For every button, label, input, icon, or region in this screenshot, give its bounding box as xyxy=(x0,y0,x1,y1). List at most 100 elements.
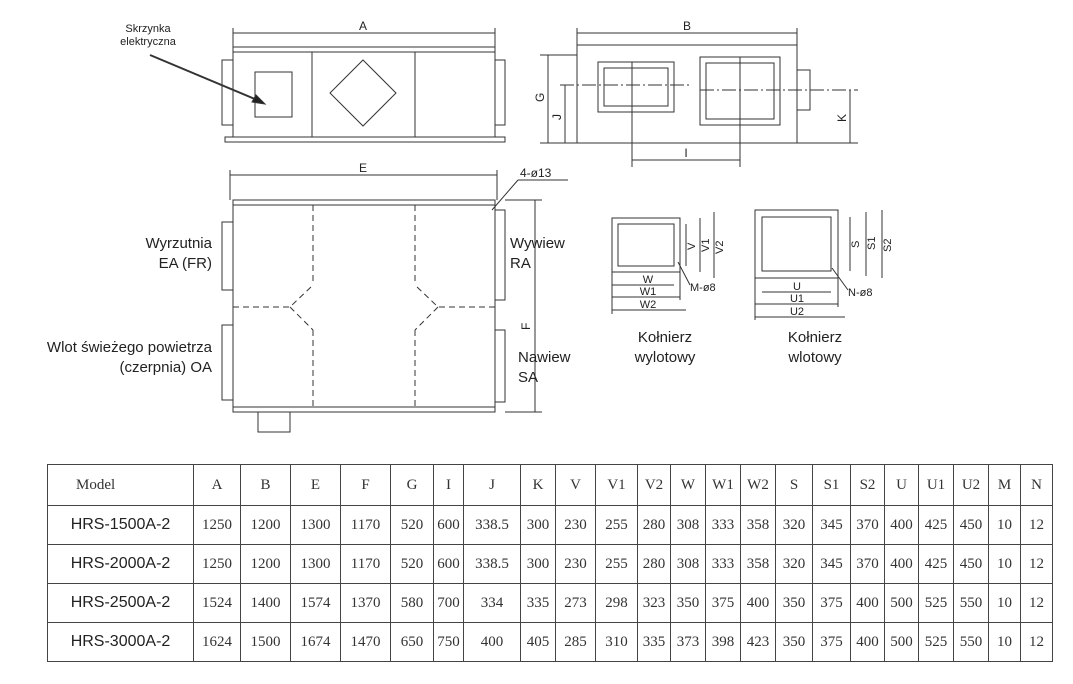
column-header: V1 xyxy=(595,464,638,506)
value-cell: 1200 xyxy=(240,505,291,545)
inlet-flange-title-1: Kołnierz xyxy=(788,329,842,346)
column-header: U1 xyxy=(918,464,954,506)
value-cell: 1300 xyxy=(290,505,341,545)
value-cell: 600 xyxy=(433,505,464,545)
column-header: G xyxy=(390,464,434,506)
value-cell: 358 xyxy=(740,505,776,545)
value-cell: 1250 xyxy=(193,505,241,545)
u-label: U xyxy=(793,281,801,293)
value-cell: 333 xyxy=(705,544,741,584)
value-cell: 398 xyxy=(705,622,741,662)
s2-label: S2 xyxy=(882,239,894,252)
column-header: I xyxy=(433,464,464,506)
value-cell: 310 xyxy=(595,622,638,662)
value-cell: 12 xyxy=(1020,544,1053,584)
value-cell: 1370 xyxy=(340,583,391,623)
value-cell: 300 xyxy=(520,505,556,545)
oa-label-2: (czerpnia) OA xyxy=(119,359,212,376)
value-cell: 10 xyxy=(988,583,1021,623)
value-cell: 1674 xyxy=(290,622,341,662)
value-cell: 370 xyxy=(850,505,885,545)
column-header: W1 xyxy=(705,464,741,506)
value-cell: 370 xyxy=(850,544,885,584)
electrical-box xyxy=(254,71,293,118)
dim-i: I xyxy=(684,146,687,160)
column-header: Model xyxy=(47,464,194,506)
value-cell: 1200 xyxy=(240,544,291,584)
outlet-flange-title-2: wylotowy xyxy=(634,349,696,366)
column-header: W2 xyxy=(740,464,776,506)
inlet-flange-title-2: wlotowy xyxy=(787,349,842,366)
outlet-flange-title-1: Kołnierz xyxy=(638,329,692,346)
value-cell: 580 xyxy=(390,583,434,623)
value-cell: 400 xyxy=(850,622,885,662)
value-cell: 550 xyxy=(953,583,989,623)
column-header: K xyxy=(520,464,556,506)
value-cell: 500 xyxy=(884,583,919,623)
u2-label: U2 xyxy=(790,306,804,318)
value-cell: 520 xyxy=(390,544,434,584)
u1-label: U1 xyxy=(790,293,804,305)
value-cell: 650 xyxy=(390,622,434,662)
column-header: A xyxy=(193,464,241,506)
dim-e: E xyxy=(359,161,367,175)
value-cell: 525 xyxy=(918,622,954,662)
value-cell: 10 xyxy=(988,622,1021,662)
value-cell: 323 xyxy=(637,583,671,623)
n-label: N-ø8 xyxy=(848,287,872,299)
value-cell: 308 xyxy=(670,505,706,545)
value-cell: 230 xyxy=(555,544,596,584)
value-cell: 350 xyxy=(775,583,813,623)
value-cell: 1300 xyxy=(290,544,341,584)
model-cell: HRS-1500A-2 xyxy=(47,505,194,545)
value-cell: 700 xyxy=(433,583,464,623)
ra-label-2: RA xyxy=(510,255,531,272)
value-cell: 1250 xyxy=(193,544,241,584)
value-cell: 358 xyxy=(740,544,776,584)
value-cell: 255 xyxy=(595,505,638,545)
value-cell: 12 xyxy=(1020,505,1053,545)
side-view xyxy=(540,28,858,167)
value-cell: 230 xyxy=(555,505,596,545)
electrical-box-label-2: elektryczna xyxy=(120,36,177,48)
value-cell: 298 xyxy=(595,583,638,623)
value-cell: 600 xyxy=(433,544,464,584)
electrical-box-label-1: Skrzynka xyxy=(125,23,171,35)
value-cell: 550 xyxy=(953,622,989,662)
column-header: J xyxy=(463,464,521,506)
value-cell: 500 xyxy=(884,622,919,662)
dim-k: K xyxy=(835,114,849,122)
value-cell: 12 xyxy=(1020,622,1053,662)
value-cell: 423 xyxy=(740,622,776,662)
value-cell: 1574 xyxy=(290,583,341,623)
value-cell: 1170 xyxy=(340,544,391,584)
inlet-flange xyxy=(754,209,883,320)
v2-label: V2 xyxy=(714,241,726,254)
ea-label-1: Wyrzutnia xyxy=(145,235,212,252)
model-cell: HRS-2500A-2 xyxy=(47,583,194,623)
value-cell: 280 xyxy=(637,544,671,584)
dim-a: A xyxy=(359,19,367,33)
w-label: W xyxy=(643,274,654,286)
dim-holes: 4-ø13 xyxy=(520,166,552,180)
dim-g: G xyxy=(533,93,547,102)
value-cell: 375 xyxy=(812,583,851,623)
dim-b: B xyxy=(683,19,691,33)
value-cell: 1470 xyxy=(340,622,391,662)
s1-label: S1 xyxy=(866,237,878,250)
column-header: B xyxy=(240,464,291,506)
v1-label: V1 xyxy=(700,239,712,252)
value-cell: 450 xyxy=(953,544,989,584)
value-cell: 525 xyxy=(918,583,954,623)
value-cell: 338.5 xyxy=(463,544,521,584)
w2-label: W2 xyxy=(640,299,657,311)
ra-label-1: Wywiew xyxy=(510,235,565,252)
value-cell: 320 xyxy=(775,505,813,545)
w1-label: W1 xyxy=(640,286,657,298)
value-cell: 373 xyxy=(670,622,706,662)
